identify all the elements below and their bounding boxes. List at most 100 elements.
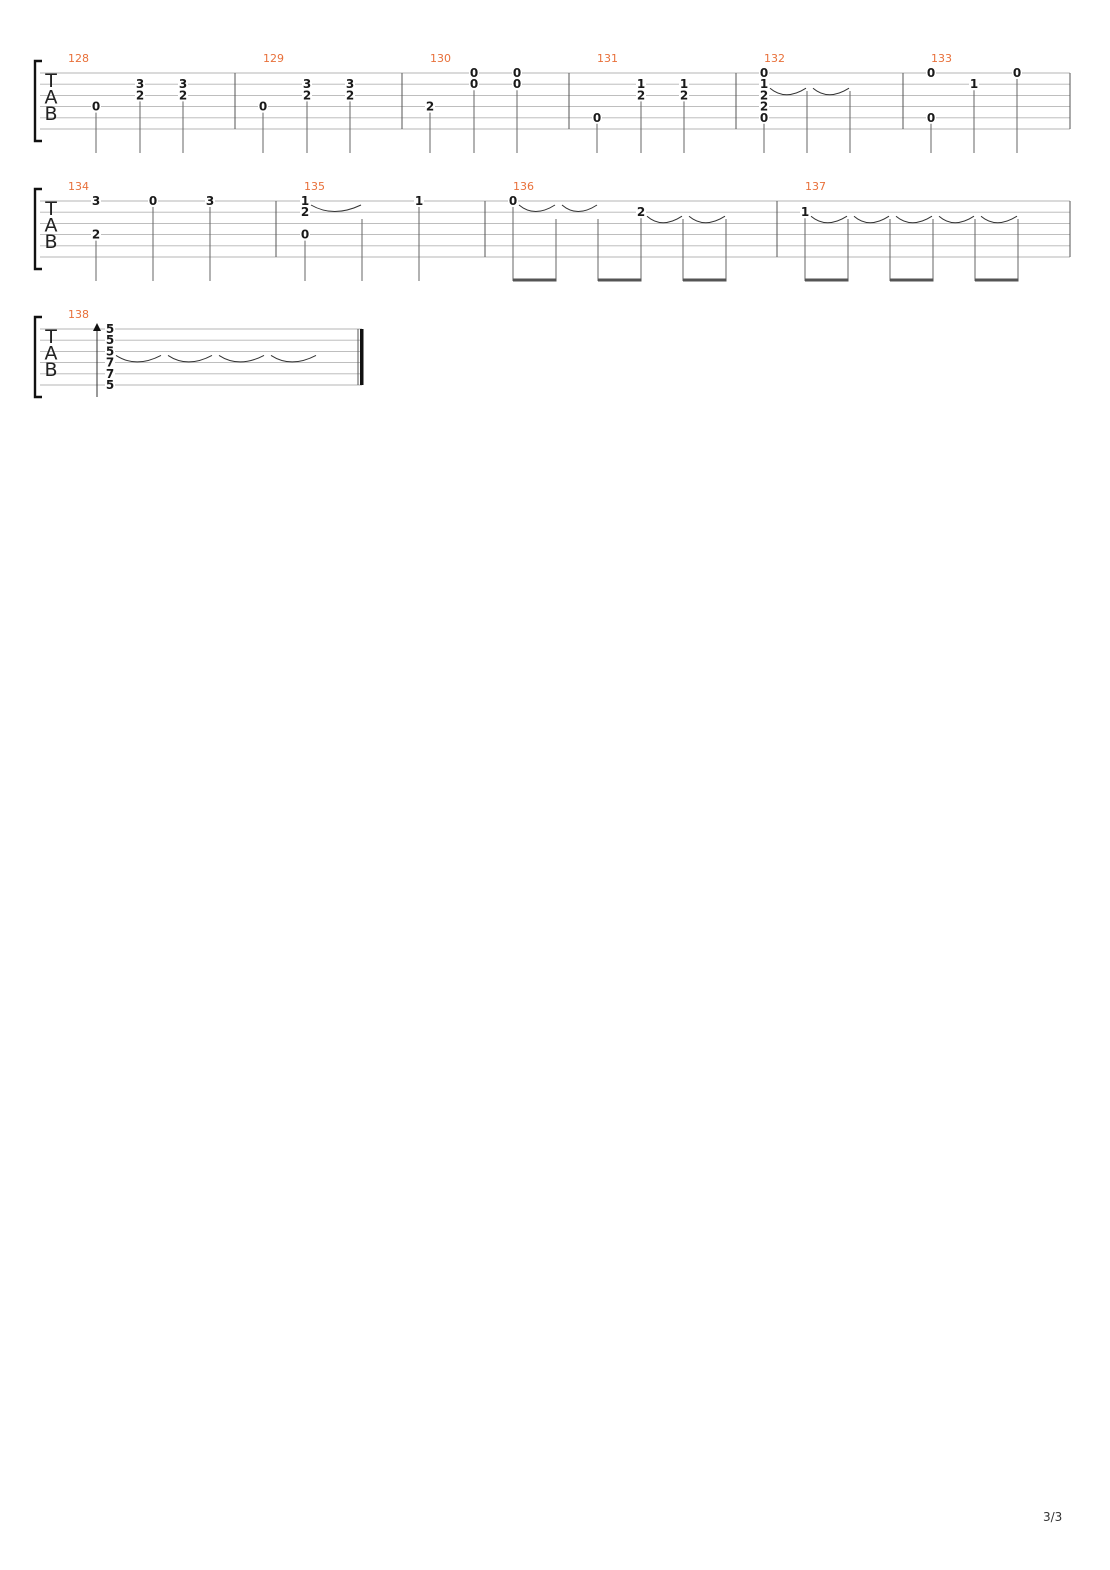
fret-number: 0 <box>927 111 935 125</box>
beat <box>847 215 890 281</box>
beat: 0 <box>148 194 158 281</box>
fret-number: 2 <box>680 88 688 102</box>
fret-number: 0 <box>760 111 768 125</box>
fret-number: 2 <box>426 100 434 114</box>
fret-backing <box>759 100 769 112</box>
system-bracket <box>33 187 42 271</box>
fret-number: 3 <box>136 77 144 91</box>
tie-arc <box>938 215 975 224</box>
beat <box>167 354 213 363</box>
tab-system: TAB1280323212903232130200001310121213201… <box>33 52 1071 153</box>
fret-number: 1 <box>301 194 309 208</box>
beat: 2 <box>636 205 683 281</box>
tie-arc <box>218 354 265 363</box>
beat: 00 <box>512 66 522 153</box>
fret-number: 0 <box>1013 66 1021 80</box>
beat: 2 <box>425 100 435 153</box>
tie-arc <box>895 215 933 224</box>
beam <box>683 278 727 282</box>
fret-backing <box>636 89 646 101</box>
beat <box>218 354 265 363</box>
fret-backing <box>926 111 936 123</box>
tie-arc <box>646 215 683 224</box>
beam <box>805 278 849 282</box>
system-bracket <box>33 59 42 143</box>
measure-number: 138 <box>68 308 89 321</box>
fret-number: 0 <box>301 228 309 242</box>
page-number: 3/3 <box>1043 1510 1063 1524</box>
tie-arc <box>167 354 213 363</box>
fret-number: 0 <box>927 66 935 80</box>
upstroke-arrowhead <box>93 323 101 331</box>
beat: 32 <box>178 77 188 153</box>
fret-number: 0 <box>92 100 100 114</box>
fret-backing <box>300 206 310 218</box>
fret-backing <box>425 100 435 112</box>
fret-number: 7 <box>106 356 114 370</box>
fret-backing <box>91 100 101 112</box>
fret-backing <box>178 89 188 101</box>
beat: 0 <box>508 194 556 281</box>
beat <box>555 204 598 281</box>
fret-number: 2 <box>760 88 768 102</box>
fret-backing <box>300 228 310 240</box>
fret-number: 0 <box>513 66 521 80</box>
fret-backing <box>105 379 115 390</box>
tab-clef-letter: A <box>45 343 58 365</box>
measure-number: 128 <box>68 52 89 65</box>
fret-number: 7 <box>106 367 114 381</box>
beat <box>889 215 933 281</box>
fret-backing <box>759 78 769 90</box>
tie-arc <box>812 87 850 96</box>
beat <box>270 354 317 363</box>
tie-arc <box>810 215 848 224</box>
fret-number: 0 <box>259 100 267 114</box>
tie-arc <box>270 354 317 363</box>
beam <box>975 278 1019 282</box>
tie-arc <box>853 215 890 224</box>
beat: 1 <box>800 205 848 281</box>
tie-arc <box>688 215 726 224</box>
fret-backing <box>105 356 115 368</box>
beat: 0 <box>592 111 602 153</box>
measure-number: 135 <box>304 180 325 193</box>
beam <box>598 278 642 282</box>
fret-number: 0 <box>760 66 768 80</box>
measure-number: 130 <box>430 52 451 65</box>
tie-arc <box>115 354 162 363</box>
fret-number: 3 <box>179 77 187 91</box>
fret-number: 3 <box>346 77 354 91</box>
fret-backing <box>148 195 158 206</box>
tab-clef-letter: B <box>44 231 57 253</box>
beat: 32 <box>345 77 355 153</box>
beat: 3 <box>205 194 215 281</box>
fret-backing <box>469 67 479 78</box>
fret-number: 2 <box>303 88 311 102</box>
beat <box>974 215 1018 281</box>
fret-backing <box>105 323 115 334</box>
fret-number: 0 <box>593 111 601 125</box>
fret-number: 0 <box>509 194 517 208</box>
fret-backing <box>302 89 312 101</box>
fret-number: 2 <box>346 88 354 102</box>
tab-clef-letter: A <box>45 215 58 237</box>
fret-backing <box>969 78 979 90</box>
fret-number: 1 <box>801 205 809 219</box>
fret-backing <box>135 78 145 90</box>
fret-backing <box>800 206 810 218</box>
fret-backing <box>105 367 115 379</box>
fret-backing <box>414 195 424 206</box>
beat: 120 <box>300 194 362 281</box>
fret-backing <box>512 78 522 90</box>
fret-number: 1 <box>680 77 688 91</box>
fret-backing <box>91 228 101 240</box>
